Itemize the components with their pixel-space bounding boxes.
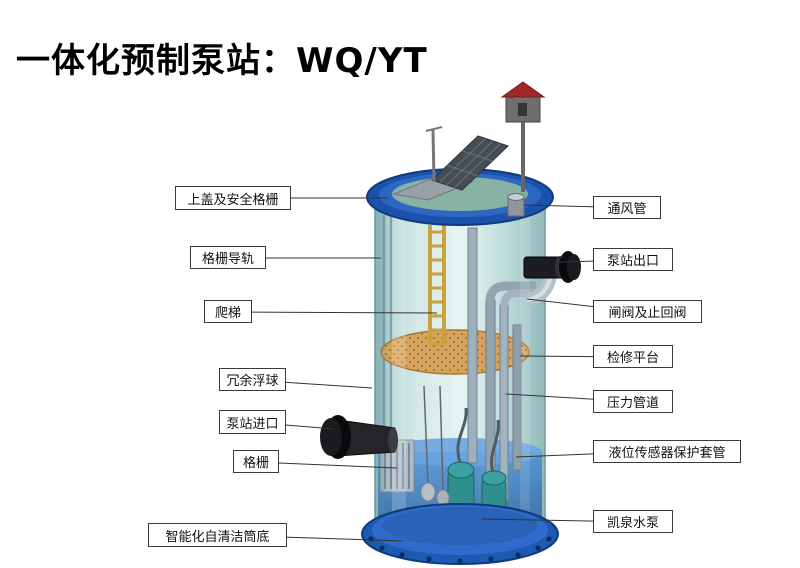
label-grille: 格栅 [233,450,279,473]
label-grille-guide-rail: 格栅导轨 [190,246,266,269]
vent-pipe-graphic [507,193,525,217]
label-pump-station-outlet: 泵站出口 [593,248,673,271]
label-kaiquan-water-pump: 凯泉水泵 [593,510,673,533]
label-pump-station-inlet: 泵站进口 [219,410,286,434]
grille-basket-graphic [379,439,415,493]
page-title: 一体化预制泵站：WQ/YT [16,40,428,81]
label-gate-check-valve: 闸阀及止回阀 [593,300,702,323]
label-ladder: 爬梯 [204,300,252,323]
label-self-cleaning-bottom: 智能化自清洁筒底 [148,523,287,547]
glass-highlights [375,200,530,535]
bottom-flange-graphic [361,503,559,565]
inlet-pipe-graphic [320,415,398,459]
label-top-cover-safety-grille: 上盖及安全格栅 [175,186,291,210]
label-maintenance-platform: 检修平台 [593,345,673,368]
label-pressure-pipeline: 压力管道 [593,390,673,413]
ladder-graphic [428,225,446,346]
alarm-post-graphic [500,81,546,192]
antenna-graphic [425,126,443,183]
grille-guide-rails-graphic [382,215,393,465]
outlet-pipe-graphic [523,251,581,307]
label-redundant-float-ball: 冗余浮球 [219,368,286,391]
safety-grille-panel-graphic [431,135,509,191]
float-balls-graphic [420,385,450,507]
label-level-sensor-sleeve: 液位传感器保护套管 [593,440,741,463]
level-sensor-sleeve-graphic [512,324,522,471]
label-vent-pipe: 通风管 [593,196,661,219]
